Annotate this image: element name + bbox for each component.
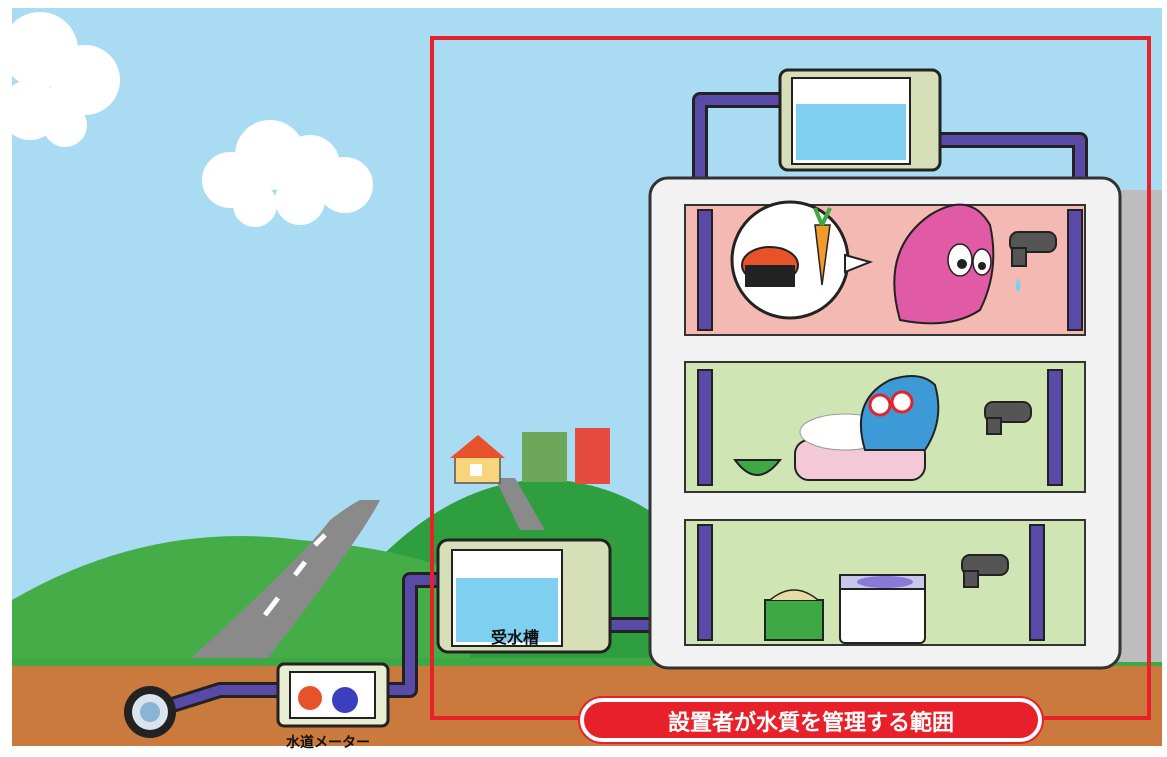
water-meter-label: 水道メーター xyxy=(286,735,370,751)
faucet-icon xyxy=(961,554,1009,588)
basket-icon xyxy=(733,459,783,476)
building-red xyxy=(575,428,610,484)
hill-front xyxy=(12,536,470,668)
carrot-icon xyxy=(813,207,832,286)
receiving-tank-label: 受水槽 xyxy=(490,628,539,647)
cloud-icon xyxy=(202,120,373,227)
cloud-icon xyxy=(0,12,120,147)
faucet-icon xyxy=(984,401,1032,435)
laundry-basket-icon xyxy=(764,589,824,641)
pipe-inlet xyxy=(124,686,176,738)
pot-icon xyxy=(741,246,799,287)
faucet-icon xyxy=(1009,231,1057,267)
water-meter xyxy=(276,662,390,728)
water-drop xyxy=(1015,278,1021,292)
road xyxy=(180,500,380,668)
house-icon xyxy=(450,435,505,484)
rooftop-tank xyxy=(778,68,942,172)
water-drop-mascot-icon xyxy=(859,375,940,451)
washing-machine-icon xyxy=(839,574,926,644)
managed-range-label: 設置者が水質を管理する範囲 xyxy=(667,711,954,736)
receiving-tank xyxy=(436,538,612,654)
water-drop-mascot-icon xyxy=(893,203,995,325)
building-green xyxy=(522,432,567,482)
managed-range-badge xyxy=(580,698,1042,742)
